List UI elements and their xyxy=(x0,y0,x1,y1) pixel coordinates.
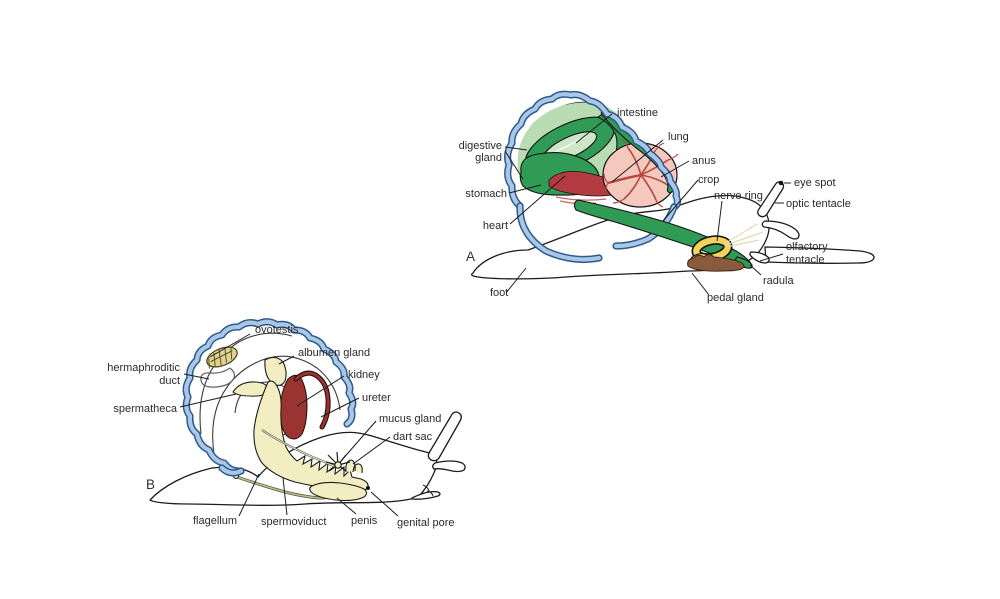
vas-deferens xyxy=(261,429,337,468)
leader-spermatheca xyxy=(179,393,237,408)
leader-heart xyxy=(509,175,566,225)
label-ureter: ureter xyxy=(362,392,391,404)
leader-nerve-ring xyxy=(716,200,723,242)
leader-genital-pore xyxy=(370,491,399,517)
label-pedal-gland: pedal gland xyxy=(707,292,764,304)
snail-b-front-foot xyxy=(411,490,441,500)
leader-radula xyxy=(749,264,762,276)
shell-a-lip xyxy=(613,204,677,249)
label-spermatheca: spermatheca xyxy=(113,403,177,415)
label-hermaphroditic-line1: hermaphroditic xyxy=(107,362,180,374)
label-crop: crop xyxy=(698,174,719,186)
leader-lung xyxy=(611,139,664,183)
snail-b-lower-tentacle xyxy=(432,460,466,473)
leader-flagellum xyxy=(238,473,260,517)
label-optic-tentacle: optic tentacle xyxy=(786,198,851,210)
penis-shape xyxy=(309,481,368,502)
label-intestine: intestine xyxy=(617,107,658,119)
genital-pore-dot xyxy=(366,486,370,490)
label-digestive-gland-line2: gland xyxy=(475,152,502,164)
leader-mucus-gland xyxy=(340,420,377,462)
pedal-gland-shape xyxy=(687,254,745,272)
shell-a-band xyxy=(505,92,680,210)
leader-digestive-gland-1 xyxy=(504,146,528,151)
optic-tentacle-far xyxy=(761,220,800,240)
olfactory-tentacle-shape xyxy=(749,251,770,264)
label-mucus-gland: mucus gland xyxy=(379,413,441,425)
leader-crop xyxy=(662,179,699,222)
snail-b-upper-tentacle xyxy=(427,411,462,462)
leader-dart-sac xyxy=(352,436,391,465)
label-heart: heart xyxy=(483,220,508,232)
leader-stomach xyxy=(508,184,542,194)
leader-intestine xyxy=(575,113,613,144)
kidney-shape xyxy=(279,374,308,440)
shell-b-whorl-1 xyxy=(199,332,293,435)
leader-hermaphroditic-duct xyxy=(183,373,210,380)
label-lung: lung xyxy=(668,131,689,143)
label-anus: anus xyxy=(692,155,716,167)
shell-a-bottom xyxy=(517,203,602,262)
label-spermoviduct: spermoviduct xyxy=(261,516,326,528)
panel-b-leaders xyxy=(179,333,399,517)
label-olfactory-line2: tentacle xyxy=(786,254,825,266)
nerve-fibers xyxy=(725,223,764,248)
panel-a-labels: intestine lung digestive gland stomach h… xyxy=(459,107,851,304)
albumen-gland-shape xyxy=(264,356,287,387)
label-genital-pore: genital pore xyxy=(397,517,455,529)
ovotestis-shape xyxy=(206,346,238,369)
leader-ovotestis xyxy=(209,333,251,358)
label-digestive-gland-line1: digestive xyxy=(459,140,502,152)
leader-anus xyxy=(660,160,690,178)
label-dart-sac: dart sac xyxy=(393,431,433,443)
leader-digestive-gland-2 xyxy=(504,150,524,180)
label-stomach: stomach xyxy=(465,188,507,200)
panel-b: ovotestis albumen gland hermaphroditic d… xyxy=(107,318,466,529)
label-radula: radula xyxy=(763,275,794,287)
leader-ureter xyxy=(320,397,360,418)
label-hermaphroditic-line2: duct xyxy=(159,375,180,387)
leader-spermoviduct xyxy=(282,477,288,516)
panel-a-letter: A xyxy=(466,249,475,264)
panel-a-leaders xyxy=(504,113,791,296)
label-flagellum: flagellum xyxy=(193,515,237,527)
dart-sac-shape xyxy=(345,459,363,474)
label-kidney: kidney xyxy=(348,369,380,381)
panel-b-labels: ovotestis albumen gland hermaphroditic d… xyxy=(107,324,454,529)
leader-foot xyxy=(505,267,527,294)
panel-a: intestine lung digestive gland stomach h… xyxy=(459,90,875,304)
leader-olfactory-tentacle xyxy=(759,253,784,262)
label-ovotestis: ovotestis xyxy=(255,324,299,336)
leader-penis xyxy=(336,497,357,515)
leader-kidney xyxy=(296,375,345,407)
label-foot: foot xyxy=(490,287,508,299)
shell-b-band xyxy=(184,319,355,474)
snail-b-face-stubs xyxy=(422,484,434,497)
label-olfactory-line1: olfactory xyxy=(786,241,828,253)
panel-b-letter: B xyxy=(146,477,155,492)
leader-albumen-gland xyxy=(278,355,295,365)
label-albumen-gland: albumen gland xyxy=(298,347,370,359)
spermoviduct-shape xyxy=(253,380,369,492)
snail-a-front-foot xyxy=(764,246,875,264)
lung-veins xyxy=(603,138,679,208)
label-penis: penis xyxy=(351,515,378,527)
eye-spot-dot xyxy=(778,180,784,186)
label-nerve-ring: nerve ring xyxy=(714,190,763,202)
shell-b-curl xyxy=(219,465,244,476)
leader-pedal-gland xyxy=(691,272,710,296)
label-eye-spot: eye spot xyxy=(794,177,836,189)
hermaphroditic-duct-shape xyxy=(200,367,236,388)
